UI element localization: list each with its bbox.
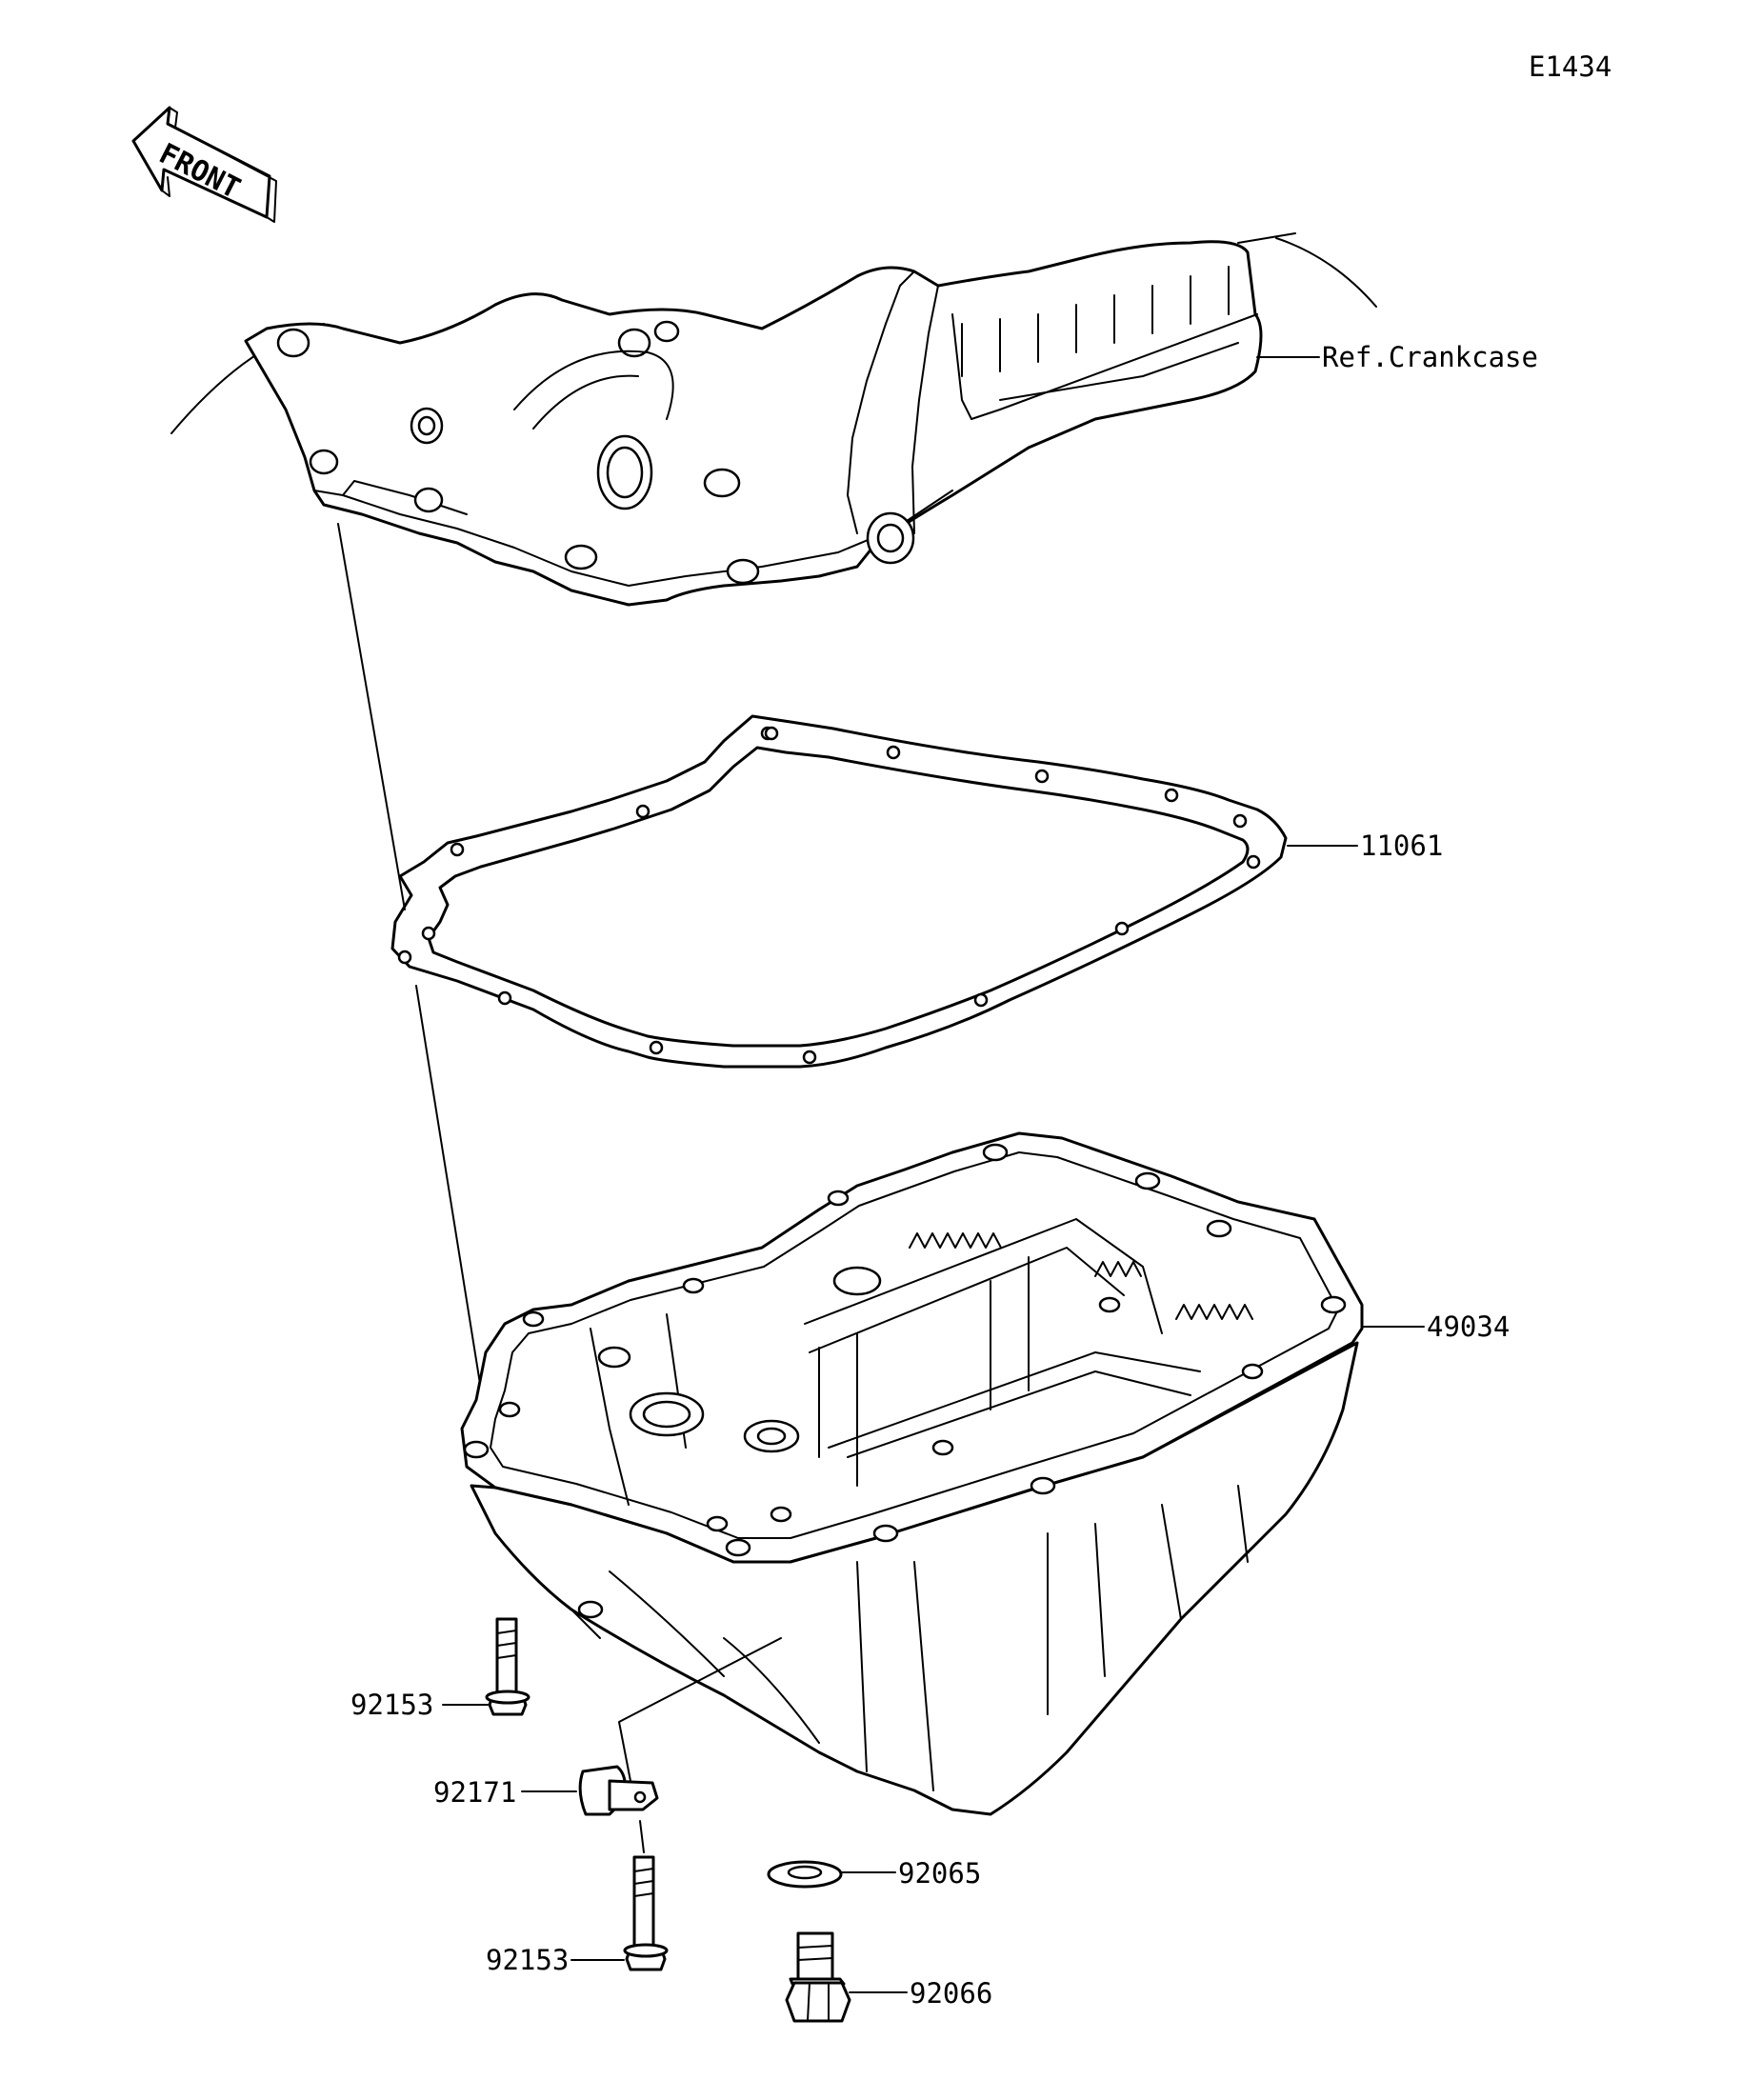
clamp-92171 (578, 1765, 659, 1816)
callout-oil-pan: 49034 (1427, 1310, 1510, 1343)
callout-bolt-lower: 92153 (486, 1944, 569, 1976)
callout-crankcase: Ref.Crankcase (1322, 341, 1538, 373)
diagram-code: E1434 (1529, 50, 1611, 83)
front-arrow-icon: FRONT (131, 106, 277, 223)
drain-plug-92066 (785, 1931, 851, 2023)
callout-bolt-upper: 92153 (350, 1689, 433, 1721)
callout-clamp: 92171 (433, 1776, 516, 1809)
oil-pan-gasket (390, 714, 1288, 1069)
crankcase-reference (170, 232, 1377, 607)
callout-washer: 92065 (898, 1857, 981, 1890)
callout-gasket: 11061 (1360, 830, 1443, 862)
washer-92065 (767, 1860, 843, 1889)
oil-pan (460, 1131, 1364, 1816)
bolt-92153-upper (485, 1617, 530, 1716)
bolt-92153-lower (623, 1855, 669, 1971)
callout-drain-plug: 92066 (910, 1977, 992, 2010)
